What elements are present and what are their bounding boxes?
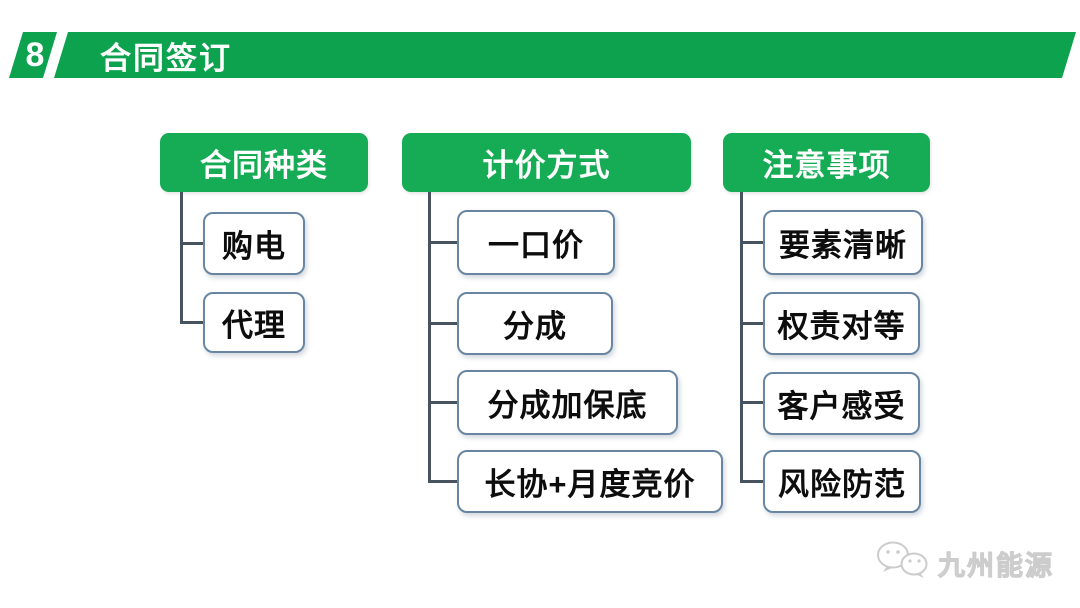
connector-vertical-col3 xyxy=(740,192,743,483)
node-customer-experience: 客户感受 xyxy=(763,372,920,435)
connector-vertical-col2 xyxy=(428,192,431,483)
node-longterm-plus-monthly-bidding: 长协+月度竞价 xyxy=(457,450,723,513)
connector-stub xyxy=(428,401,457,404)
connector-stub xyxy=(428,480,457,483)
connector-stub xyxy=(180,321,203,324)
node-revenue-share: 分成 xyxy=(457,292,613,355)
column-header-pricing-methods: 计价方式 xyxy=(402,133,691,192)
connector-stub xyxy=(428,241,457,244)
column-header-notes: 注意事项 xyxy=(723,133,930,192)
node-risk-prevention: 风险防范 xyxy=(763,450,921,513)
node-equal-rights-duties: 权责对等 xyxy=(763,292,920,355)
node-fixed-price: 一口价 xyxy=(457,210,615,275)
column-header-label: 计价方式 xyxy=(482,148,611,183)
column-header-contract-types: 合同种类 xyxy=(160,133,368,192)
wechat-logo-icon xyxy=(876,540,930,587)
connector-stub xyxy=(740,480,763,483)
node-share-plus-guarantee: 分成加保底 xyxy=(457,370,678,435)
watermark: 九州能源 xyxy=(876,540,1054,587)
page-number-badge: 8 xyxy=(9,32,57,78)
connector-stub xyxy=(740,241,763,244)
watermark-text: 九州能源 xyxy=(938,551,1054,582)
title-banner: 合同签订 xyxy=(54,32,1076,78)
connector-stub xyxy=(180,242,203,245)
connector-stub xyxy=(740,401,763,404)
node-agency: 代理 xyxy=(203,292,305,353)
column-header-label: 注意事项 xyxy=(762,148,891,183)
connector-vertical-col1 xyxy=(180,192,183,324)
column-header-label: 合同种类 xyxy=(200,148,328,183)
node-clear-elements: 要素清晰 xyxy=(763,210,923,275)
slide-title: 合同签订 xyxy=(100,40,232,76)
connector-stub xyxy=(740,322,763,325)
connector-stub xyxy=(428,322,457,325)
node-power-purchase: 购电 xyxy=(203,212,305,275)
page-number: 8 xyxy=(25,35,45,74)
